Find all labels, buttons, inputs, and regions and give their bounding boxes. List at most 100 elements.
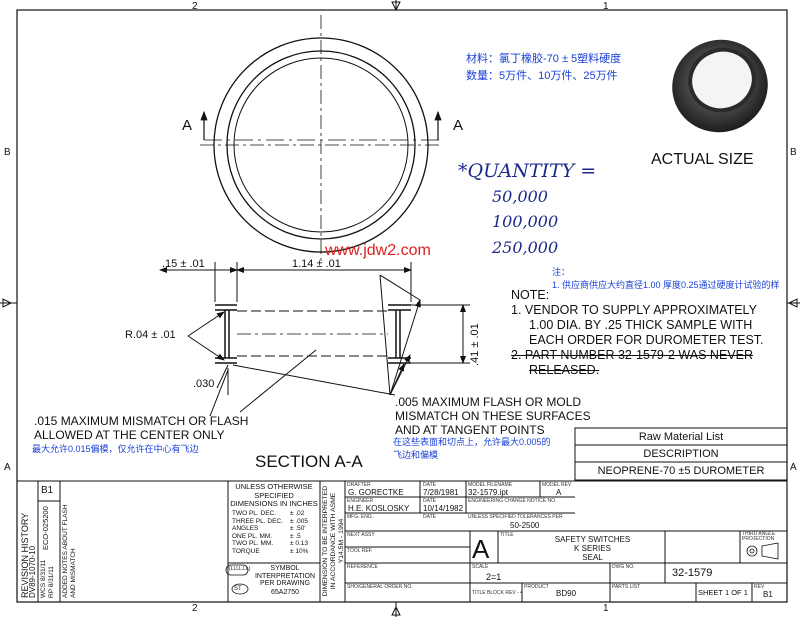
section-marker-right: A xyxy=(453,117,464,134)
tolerance-label: TORQUE xyxy=(232,547,260,555)
handwritten-qty-3: 250,000 xyxy=(492,238,559,257)
tolerance-label: ANGLES xyxy=(232,525,259,532)
zone-bottom-1: 1 xyxy=(603,603,609,614)
raw-material-table xyxy=(574,427,788,481)
dim-radius: R.04 ± .01 xyxy=(125,329,176,341)
engineer-name: H.E. KOSLOSKY xyxy=(348,504,410,513)
zone-bottom-2: 2 xyxy=(192,603,198,614)
projection-label: THIRD ANGLE PROJECTION xyxy=(742,531,776,542)
watermark: www.jdw2.com xyxy=(325,242,431,259)
callout-mismatch-2: ALLOWED AT THE CENTER ONLY xyxy=(34,428,225,442)
spec-label: UNLESS SPECIFIED TOLERANCES PER xyxy=(468,514,563,520)
handwritten-qty-2: 100,000 xyxy=(492,212,559,231)
order-label: SHO/GENERAL ORDER NO. xyxy=(347,584,413,590)
title-label: TITLE xyxy=(500,532,514,538)
dim-height: .41 ± .01 xyxy=(469,323,481,366)
projection-symbol xyxy=(746,542,779,560)
tool-ref-label: TOOL REF. xyxy=(347,548,373,554)
revision-desc-2: AND MISMATCH xyxy=(70,548,77,598)
product-label: PRODUCT xyxy=(524,584,549,590)
title-line-3: SEAL xyxy=(582,553,603,562)
section-marker-left: A xyxy=(182,117,193,134)
cn-note-1: 1. 供应商供应大约直径1.00 厚度0.25通过硬度计试验的样 xyxy=(552,280,780,290)
drafter-date: 7/28/1981 xyxy=(423,488,459,497)
zone-right-b: B xyxy=(790,147,797,158)
parts-list-label: PARTS LIST xyxy=(612,584,641,590)
drafter-date-label: DATE xyxy=(423,482,436,488)
drafter-name: G. GORECTKE xyxy=(348,488,404,497)
size-letter: A xyxy=(472,534,490,564)
raw-material-header: Raw Material List xyxy=(638,431,724,443)
callout-mismatch-1: .015 MAXIMUM MISMATCH OR FLASH xyxy=(34,414,249,428)
tolerance-label: TWO PL. DEC. xyxy=(232,510,277,517)
zone-top-1: 1 xyxy=(603,1,609,12)
title-block-rev: TITLE BLOCK REV - 4 xyxy=(472,590,523,596)
tolerance-value: ± .02 xyxy=(290,510,305,517)
zone-right-a: A xyxy=(790,462,797,473)
st-symbol xyxy=(225,564,249,595)
tolerance-label: THREE PL. DEC. xyxy=(232,517,283,525)
model-filename: 32-1579.ipt xyxy=(468,488,509,497)
raw-material-value: NEOPRENE-70 ±5 DUROMETER xyxy=(597,465,765,477)
section-view xyxy=(159,262,470,417)
handwritten-qty-1: 50,000 xyxy=(492,187,548,206)
note-2-line-1: 2. PART NUMBER 32-1579-2 WAS NEVER xyxy=(511,348,753,362)
tolerance-header: UNLESS OTHERWISE SPECIFIED DIMENSIONS IN… xyxy=(230,482,318,509)
actual-size-label: ACTUAL SIZE xyxy=(651,151,754,168)
tolerance-label: TWO PL. MM. xyxy=(232,540,274,547)
tolerance-value: ± 10% xyxy=(290,547,309,555)
mfg-eng-label: MFG. ENG. xyxy=(347,514,374,520)
section-title: SECTION A-A xyxy=(255,452,363,471)
engineer-label: ENGINEER xyxy=(347,498,374,504)
dwg-number: 32-1579 xyxy=(672,567,713,579)
mfg-date-label: DATE xyxy=(423,514,436,520)
symbol-code: (LLLL.LL) xyxy=(229,566,251,572)
callout-flash-3: AND AT TANGENT POINTS xyxy=(395,423,545,437)
tolerance-value: ± .5 xyxy=(290,532,301,540)
cn-note-label: 注： xyxy=(552,267,571,277)
sheet-info: SHEET 1 OF 1 xyxy=(698,588,748,597)
revision-dv: DV89-1070-10 xyxy=(28,545,37,598)
note-2-line-2: RELEASED. xyxy=(529,363,600,377)
product-value: BD90 xyxy=(556,589,577,598)
title-line-2: K SERIES xyxy=(574,544,611,553)
cn-quantity: 数量：5万件、10万件、25万件 xyxy=(466,70,618,82)
handwritten-quantity-label: *QUANTITY = xyxy=(458,160,597,182)
note-1-line-3: EACH ORDER FOR DUROMETER TEST. xyxy=(529,333,764,347)
zone-top-2: 2 xyxy=(192,1,198,12)
engineer-date-label: DATE xyxy=(423,498,436,504)
tolerance-label: ONE PL. MM. xyxy=(232,532,273,540)
asme-statement: DIMENSION TO BE INTERPRETED IN ACCORDANC… xyxy=(322,485,345,597)
st-label: ST xyxy=(234,586,242,592)
zone-left-a: A xyxy=(4,462,11,473)
cn-mismatch-center: 最大允许0.015偏模，仅允许在中心有飞边 xyxy=(32,444,199,454)
eng-change-label: ENGINEERING CHANGE NOTICE NO. xyxy=(468,498,557,504)
tolerance-value: ± 0.13 xyxy=(290,540,309,547)
revision-wcs: WCS 8/31/11 xyxy=(40,559,47,598)
dim-thickness: .030 xyxy=(193,378,215,390)
title-line-1: SAFETY SWITCHES xyxy=(554,535,631,544)
rev-value: B1 xyxy=(763,590,773,599)
dwg-label: DWG NO. xyxy=(612,564,635,570)
callout-flash-1: .005 MAXIMUM FLASH OR MOLD xyxy=(395,395,582,409)
scale-value: 2=1 xyxy=(486,572,502,582)
note-1-line-1: 1. VENDOR TO SUPPLY APPROXIMATELY xyxy=(511,303,757,317)
cn-material: 材料：氯丁橡胶-70 ± 5塑料硬度 xyxy=(466,53,622,65)
tolerance-value: ± .005 xyxy=(290,517,309,525)
notes-heading: NOTE: xyxy=(511,288,550,302)
seal-photo xyxy=(672,39,768,133)
note-1-line-2: 1.00 DIA. BY .25 THICK SAMPLE WITH xyxy=(529,318,753,332)
cn-flash-1: 在这些表面和切点上，允许最大0.005的 xyxy=(393,437,551,447)
rev-label: REV xyxy=(754,584,765,590)
model-filename-label: MODEL FILENAME xyxy=(468,482,512,488)
revision-eco: ECO-025200 xyxy=(41,506,50,550)
zone-left-b: B xyxy=(4,147,11,158)
dim-width: 1.14 ± .01 xyxy=(292,258,341,270)
symbol-text: SYMBOL INTERPRETATION PER DRAWING xyxy=(254,565,316,588)
tolerance-value: ± .50' xyxy=(290,525,306,532)
front-view xyxy=(200,15,442,262)
cn-flash-2: 飞边和偏模 xyxy=(393,450,439,460)
spec-value: 50-2500 xyxy=(510,521,540,530)
model-rev: A xyxy=(556,488,562,497)
